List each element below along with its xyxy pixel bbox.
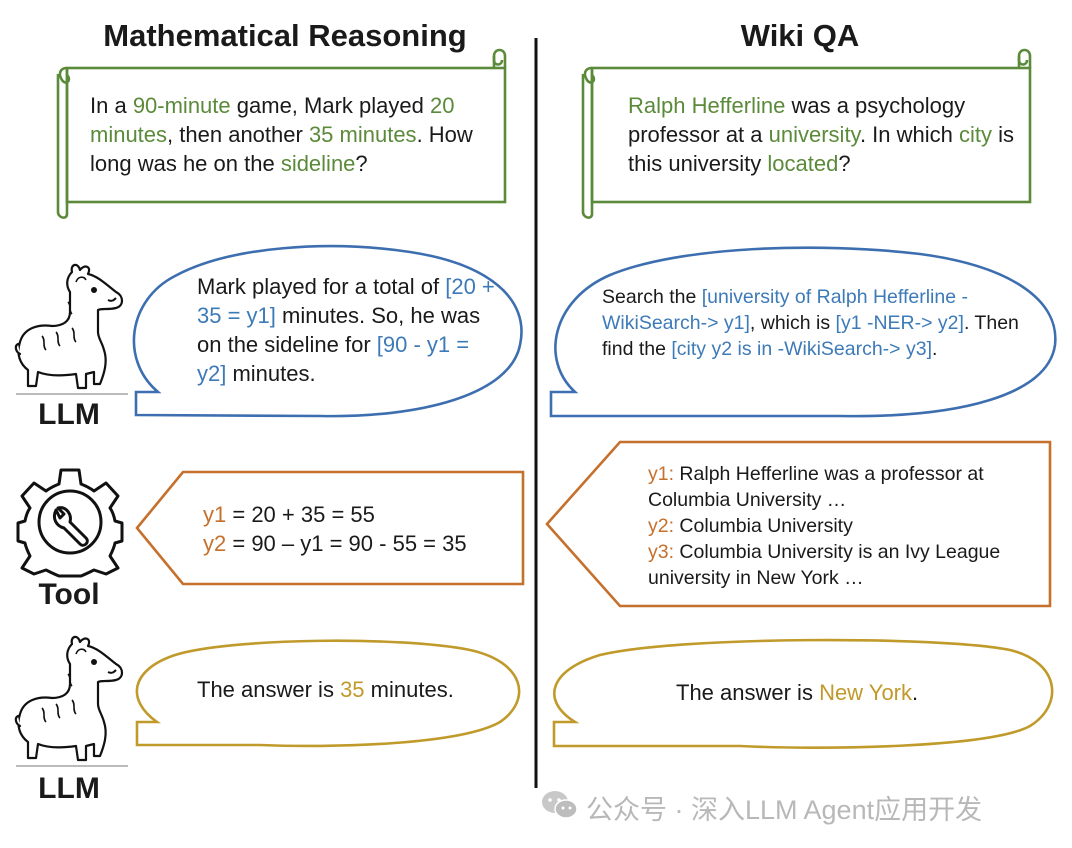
wiki-question-text: Ralph Hefferline was a psychology profes… <box>628 91 1018 178</box>
math-tool-line-1: y1 = 20 + 35 = 55 <box>203 500 513 529</box>
llm-label-top: LLM <box>14 398 124 432</box>
wiki-tool-output: y1: Ralph Hefferline was a professor at … <box>648 461 1038 591</box>
math-llm-plan-text: Mark played for a total of [20 + 35 = y1… <box>197 272 497 388</box>
tool-label: Tool <box>14 578 124 612</box>
llm-label-bottom: LLM <box>14 772 124 806</box>
wiki-tool-line-1: y1: Ralph Hefferline was a professor at … <box>648 461 1038 513</box>
math-heading: Mathematical Reasoning <box>60 18 510 54</box>
wiki-tool-line-2: y2: Columbia University <box>648 513 1038 539</box>
wechat-icon <box>540 788 580 822</box>
wiki-answer-text: The answer is New York. <box>676 678 996 707</box>
math-answer-text: The answer is 35 minutes. <box>197 675 517 704</box>
wiki-llm-plan-text: Search the [university of Ralph Hefferli… <box>602 284 1042 362</box>
wiki-tool-line-3: y3: Columbia University is an Ivy League… <box>648 539 1038 591</box>
math-tool-output: y1 = 20 + 35 = 55 y2 = 90 – y1 = 90 - 55… <box>203 500 513 558</box>
wiki-heading: Wiki QA <box>620 18 980 54</box>
alpaca-icon <box>12 262 130 396</box>
math-question-text: In a 90-minute game, Mark played 20 minu… <box>90 91 500 178</box>
math-tool-line-2: y2 = 90 – y1 = 90 - 55 = 35 <box>203 529 513 558</box>
alpaca-icon <box>12 634 130 768</box>
gear-wrench-icon <box>14 466 126 578</box>
watermark-text: 公众号 · 深入LLM Agent应用开发 <box>586 788 1056 827</box>
